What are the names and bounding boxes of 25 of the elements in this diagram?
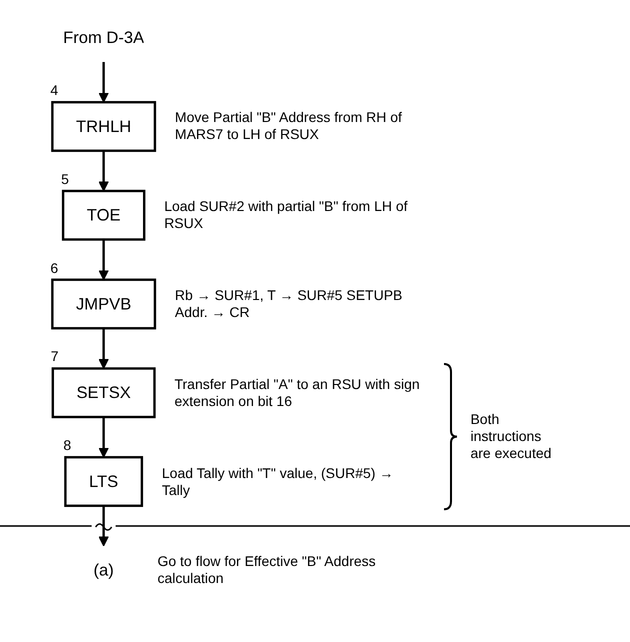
arrow bbox=[98, 62, 109, 103]
process-box: SETSX bbox=[52, 367, 156, 418]
arrow bbox=[98, 417, 109, 458]
step-description: Go to flow for Effective "B" Address calculation bbox=[157, 553, 377, 588]
process-box: LTS bbox=[64, 456, 144, 507]
arrow bbox=[98, 328, 109, 369]
step-description: Load SUR#2 with partial "B" from LH of RSUX bbox=[164, 198, 409, 232]
text-label: (a) bbox=[94, 560, 114, 580]
arrow bbox=[98, 150, 109, 192]
arrow bbox=[98, 240, 109, 280]
process-box: TOE bbox=[62, 190, 146, 241]
step-number: 5 bbox=[61, 170, 69, 188]
step-description: Move Partial "B" Address from RH of MARS7 to LH of RSUX bbox=[174, 109, 403, 144]
step-number: 6 bbox=[50, 260, 58, 277]
note-text: Both instructions are executed bbox=[470, 411, 552, 462]
step-number: 4 bbox=[50, 82, 58, 100]
step-description: Load Tally with "T" value, (SUR#5) → Tally bbox=[162, 464, 394, 498]
step-number: 7 bbox=[50, 348, 59, 366]
step-number: 8 bbox=[63, 437, 72, 454]
process-box: TRHLH bbox=[51, 101, 156, 152]
text-label: From D-3A bbox=[63, 28, 144, 47]
step-description: Transfer Partial "A" to an RSU with sign extension on bit 16 bbox=[174, 376, 421, 410]
arrow bbox=[98, 506, 109, 546]
process-box: JMPVB bbox=[51, 278, 156, 330]
step-description: Rb → SUR#1, T → SUR#5 SETUPB Addr. → CR bbox=[174, 287, 404, 321]
